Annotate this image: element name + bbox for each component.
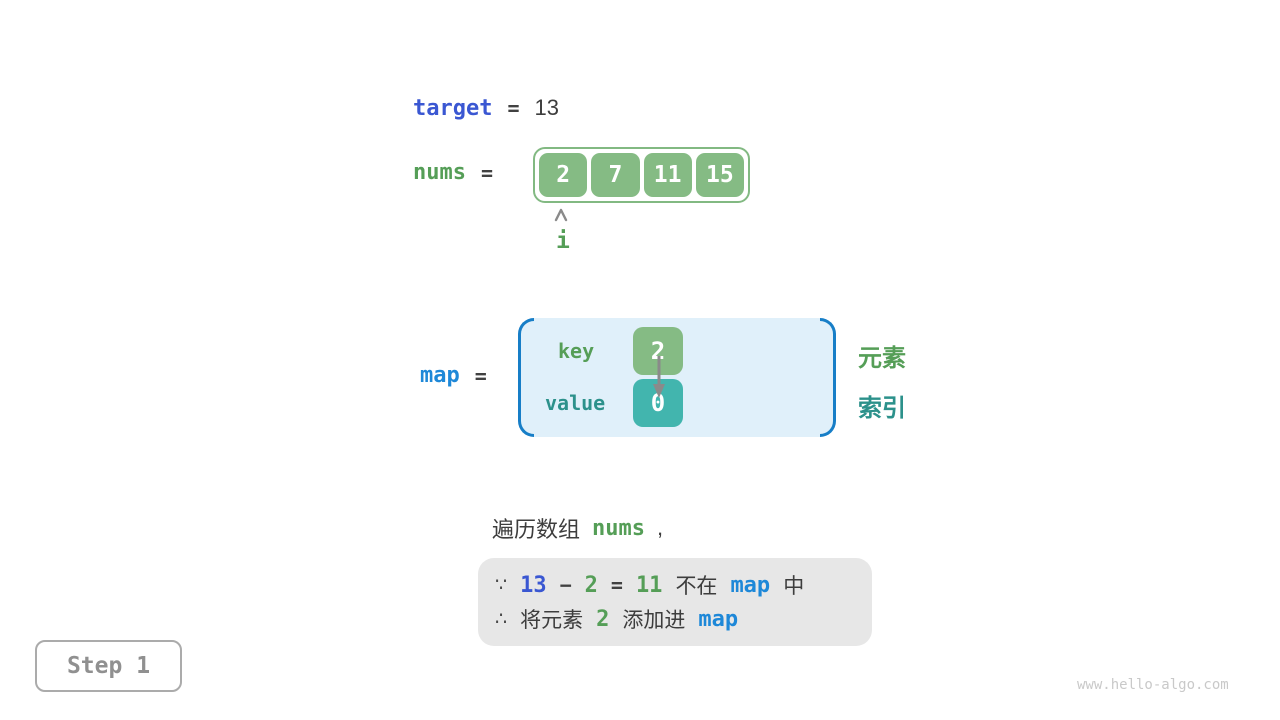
because-symbol: ∵ xyxy=(495,574,508,596)
target-assignment: target = 13 xyxy=(413,95,559,121)
array-cell: 7 xyxy=(591,153,640,197)
step-badge: Step 1 xyxy=(35,640,182,692)
difference-number: 11 xyxy=(635,572,663,598)
caption-text: 遍历数组 xyxy=(492,517,581,542)
target-label: target xyxy=(413,95,493,121)
target-number: 13 xyxy=(520,572,547,598)
note-line-2: ∴ 将元素 2 添加进 map xyxy=(495,604,855,634)
key-label: key xyxy=(558,339,595,363)
array-cell: 11 xyxy=(643,153,692,197)
minus-sign: − xyxy=(559,573,572,597)
note-text: 不在 xyxy=(675,575,718,598)
caret-up-icon xyxy=(553,207,569,227)
index-pointer-label: i xyxy=(556,228,570,254)
caption-comma: , xyxy=(657,515,664,540)
nums-label: nums xyxy=(413,160,466,185)
element-number: 2 xyxy=(596,606,610,632)
caption-nums-ref: nums xyxy=(592,515,645,541)
therefore-symbol: ∴ xyxy=(495,608,508,630)
arrow-down-icon xyxy=(652,355,666,404)
note-text: 添加进 xyxy=(622,609,686,632)
equals-sign: = xyxy=(507,96,520,120)
nums-array: 2 7 11 15 xyxy=(533,147,750,203)
map-ref: map xyxy=(730,572,771,598)
caption-line: 遍历数组 nums , xyxy=(492,512,663,544)
note-box: ∵ 13 − 2 = 11 不在 map 中 ∴ 将元素 2 添加进 map xyxy=(478,558,872,646)
left-bracket xyxy=(518,318,534,437)
element-number: 2 xyxy=(584,572,598,598)
right-bracket xyxy=(820,318,836,437)
map-assignment: map = xyxy=(420,363,487,388)
map-label: map xyxy=(420,363,460,388)
array-cell: 15 xyxy=(695,153,744,197)
map-ref: map xyxy=(698,606,739,632)
legend-index: 索引 xyxy=(858,395,906,422)
value-label: value xyxy=(545,391,606,415)
watermark: www.hello-algo.com xyxy=(1077,677,1229,693)
note-line-1: ∵ 13 − 2 = 11 不在 map 中 xyxy=(495,570,855,600)
target-value: 13 xyxy=(534,95,560,120)
array-cell: 2 xyxy=(539,153,588,197)
note-text: 将元素 xyxy=(520,609,584,632)
equals-sign: = xyxy=(480,160,494,185)
equals-sign: = xyxy=(474,363,487,388)
equals-sign: = xyxy=(610,573,623,597)
legend-element: 元素 xyxy=(858,345,906,372)
nums-assignment: nums = xyxy=(413,160,493,185)
note-text: 中 xyxy=(783,575,805,598)
map-container: key value 2 0 xyxy=(518,318,836,437)
